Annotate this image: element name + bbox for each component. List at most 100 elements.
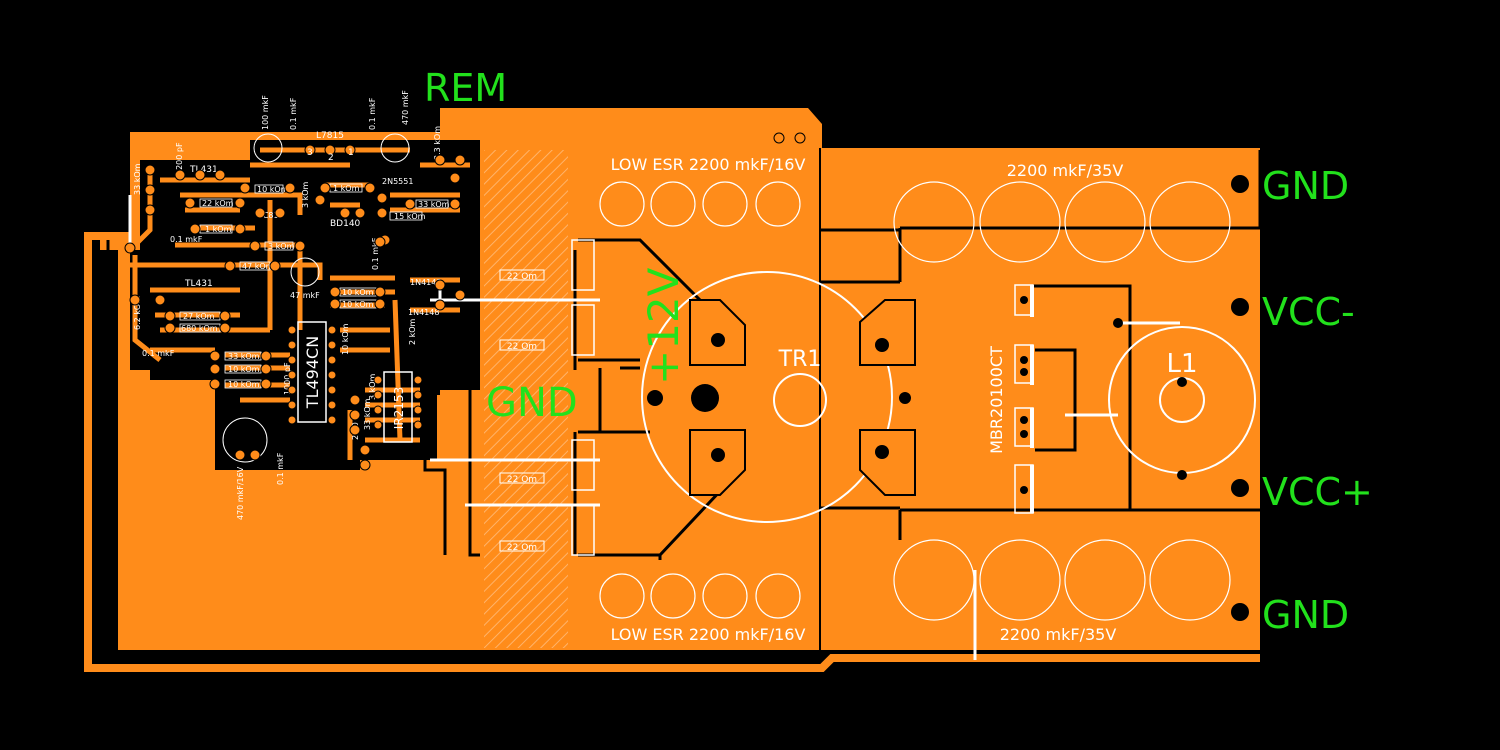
l1-pad-1 <box>1177 377 1187 387</box>
c-2200pf: 2200 pF <box>175 142 184 175</box>
gnd-bottom-pad <box>1231 603 1249 621</box>
r-33k-c: 33 kOm <box>228 352 260 361</box>
r-10k-b: 10 kOm <box>342 288 374 297</box>
vcc-minus-pad <box>1231 298 1249 316</box>
r-33k-a: 33 kOm <box>133 163 142 195</box>
svg-text:2: 2 <box>328 153 334 163</box>
in-caps-top <box>599 181 801 227</box>
tl494-outline <box>297 321 327 423</box>
r-27k: 27 kOm <box>183 312 215 321</box>
ir2153-outline <box>383 371 413 443</box>
q2n5551-label: 2N5551 <box>382 177 413 186</box>
in-caps-bottom <box>599 573 801 619</box>
c-470-top: 470 mkF <box>401 90 410 125</box>
c-01-a: 0.1 mkF <box>289 97 298 130</box>
gate-r1-label: 22 Om <box>507 272 537 282</box>
mosfets <box>571 239 595 556</box>
gate-r2-label: 22 Om <box>507 342 537 352</box>
gnd-hatched-strip <box>484 150 568 648</box>
out-caps-bottom-label: 2200 mkF/35V <box>1000 625 1117 644</box>
r-10k-f: 10 kOm <box>228 380 260 389</box>
l1-label: L1 <box>1166 349 1197 379</box>
mbr-label: MBR20100CT <box>987 346 1006 454</box>
mbr-tabs <box>1030 285 1034 513</box>
r-33k-b: 33 kOm <box>418 200 450 209</box>
c-100mkf: 100 mkF <box>261 95 270 130</box>
gate-resistors <box>499 269 545 552</box>
c-01-c: 0.1 mkF <box>170 235 203 244</box>
c-01-f: 0.1 mkF <box>276 452 285 485</box>
r-47k: 47 kOm <box>242 262 274 271</box>
gate-r4-label: 22 Om <box>507 543 537 553</box>
l1-pad-3 <box>1113 318 1123 328</box>
l1-pad-2 <box>1177 470 1187 480</box>
rem-label: REM <box>424 66 507 110</box>
rem-pad <box>418 111 432 125</box>
etch-gaps <box>573 150 1262 560</box>
c-47: 47 mkF <box>290 291 320 300</box>
d1n4148-a-label: 1N4148 <box>410 278 441 287</box>
tr1-center <box>773 373 827 427</box>
copper-top-strip <box>440 108 822 148</box>
r-10k-d: 10 kOm <box>341 323 350 355</box>
l7815-label: L7815 <box>316 131 344 141</box>
r-2k: 2 kOm <box>408 318 417 345</box>
r-680k: 680 kOm <box>181 324 218 333</box>
gnd-top-label: GND <box>1262 164 1349 208</box>
c-470-16v: 470 mkF/16V <box>236 466 245 520</box>
gnd-bottom-label: GND <box>1262 593 1349 637</box>
drive-trace-3 <box>468 340 480 557</box>
out-caps-top <box>893 181 1231 263</box>
r-3k-b: 3 kOm <box>268 242 295 251</box>
tr1-label: TR1 <box>778 347 822 372</box>
r-10k-a: 10 kOm <box>257 185 289 194</box>
r-62k: 6.2 kOm <box>133 296 142 330</box>
vcc-minus-label: VCC- <box>1262 290 1355 334</box>
tl494-label: TL494CN <box>303 336 322 409</box>
gnd-top-pad <box>1231 175 1249 193</box>
vcc-plus-label: VCC+ <box>1262 470 1373 514</box>
svg-text:3: 3 <box>307 148 313 158</box>
mbr-pads <box>1020 296 1028 494</box>
copper-power-area <box>820 148 1260 650</box>
r-15k: 15 kOm <box>394 212 426 221</box>
r-10k-c: 10 kOm <box>342 300 374 309</box>
c-01-b: 0.1 mkF <box>368 97 377 130</box>
plus12v-label: +12V <box>639 267 688 385</box>
control-traces <box>130 147 470 460</box>
r-3k3: 3.3 kOm <box>433 126 442 160</box>
svg-text:1: 1 <box>348 148 354 158</box>
drive-trace-2 <box>423 400 447 555</box>
r-1k-a: 1 kOm <box>205 225 232 234</box>
c-01-d: 0.1 mkF <box>371 237 380 270</box>
tl431-b-label: TL431 <box>184 279 213 289</box>
r-3k-a: 3 kOm <box>301 181 310 208</box>
vcc-plus-pad <box>1231 479 1249 497</box>
r-10k-e: 10 kOm <box>228 365 260 374</box>
control-capacitors <box>222 133 410 463</box>
bd140-label: BD140 <box>330 219 361 229</box>
pc817-label: PC817 <box>258 211 284 220</box>
c-01-e: 0.1 mkF <box>142 349 175 358</box>
r-33: 33 kOm <box>363 398 372 430</box>
inner-loop-trace <box>106 240 820 660</box>
d1n4148-b-label: 1N4148 <box>408 308 439 317</box>
control-resistor-labels: 33 kOm 10 kOm 22 kOm 1 kOm 3 kOm 1 kOm 3… <box>133 126 450 440</box>
r-3k-c: 3 kOm <box>368 373 377 400</box>
l7815-pins: 3 2 1 <box>307 148 354 163</box>
tl431-a-label: TL431 <box>189 165 218 175</box>
tr1-outline <box>641 271 893 523</box>
control-cap-labels: 100 mkF 0.1 mkF 0.1 mkF 470 mkF 2200 pF … <box>142 90 410 520</box>
c-1000pf: 1000 pF <box>283 362 292 395</box>
ir2153-label: IR2153 <box>392 387 406 429</box>
terminal-pads <box>418 111 1249 621</box>
outer-loop-trace <box>84 232 1260 672</box>
r-22k: 22 kOm <box>202 199 234 208</box>
tr1-tabs <box>689 299 916 496</box>
control-pads <box>124 132 806 471</box>
out-caps-top-label: 2200 mkF/35V <box>1007 161 1124 180</box>
in-caps-top-label: LOW ESR 2200 mkF/16V <box>611 155 806 174</box>
gate-r3-label: 22 Om <box>507 475 537 485</box>
tr1-pads <box>647 333 911 462</box>
